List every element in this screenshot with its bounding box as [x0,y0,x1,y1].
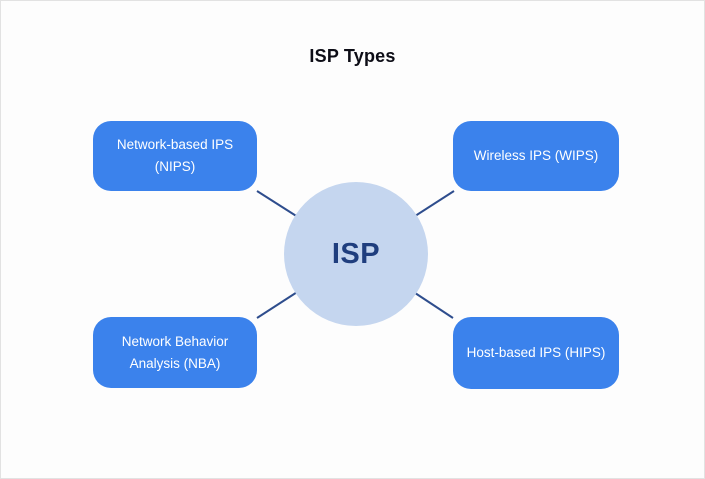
node-label: Host-based IPS (HIPS) [466,345,606,361]
center-node-isp: ISP [284,182,428,326]
node-wireless-ips: Wireless IPS (WIPS) [453,121,619,191]
node-label: Network Behavior Analysis (NBA) [121,333,229,371]
page-title: ISP Types [309,46,396,66]
node-host-based-ips: Host-based IPS (HIPS) [453,317,619,389]
node-network-behavior-analysis: Network Behavior Analysis (NBA) [93,317,257,388]
center-node-label: ISP [331,237,381,270]
node-label: Wireless IPS (WIPS) [473,148,599,164]
node-label: Network-based IPS (NIPS) [116,137,234,174]
node-network-based-ips: Network-based IPS (NIPS) [93,121,257,191]
